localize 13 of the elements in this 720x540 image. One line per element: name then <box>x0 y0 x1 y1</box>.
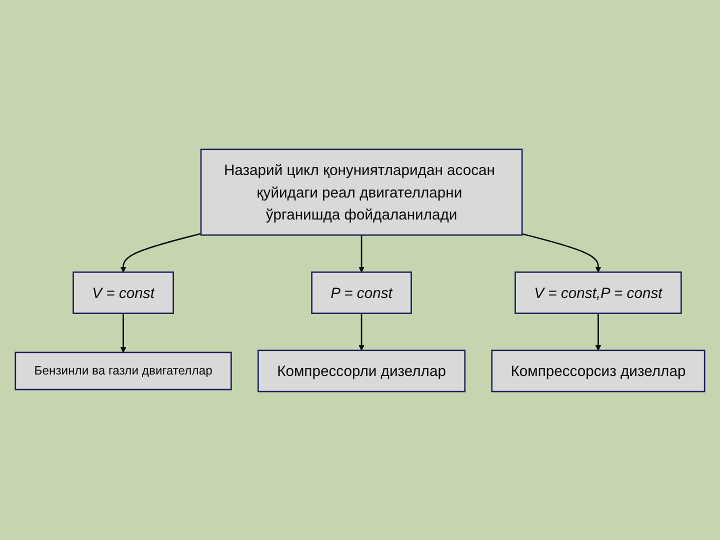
arrow <box>522 232 602 272</box>
node-box: Бензинли ва газли двигателлар <box>14 351 232 390</box>
node-box: Компрессорли дизеллар <box>258 349 466 392</box>
node-box: Назарий цикл қонуниятларидан асосан қуйидаги реал двигателларни ўрганишда фойдаланилади <box>200 148 523 236</box>
arrow <box>358 234 364 272</box>
node-box: Компрессорсиз дизеллар <box>491 349 706 392</box>
arrow <box>120 232 202 272</box>
arrow <box>120 312 126 352</box>
node-box: P = const <box>311 271 412 314</box>
arrow <box>358 312 364 350</box>
arrow <box>595 312 602 350</box>
node-box: V = const <box>72 271 174 314</box>
node-box: V = const,P = const <box>514 271 682 314</box>
